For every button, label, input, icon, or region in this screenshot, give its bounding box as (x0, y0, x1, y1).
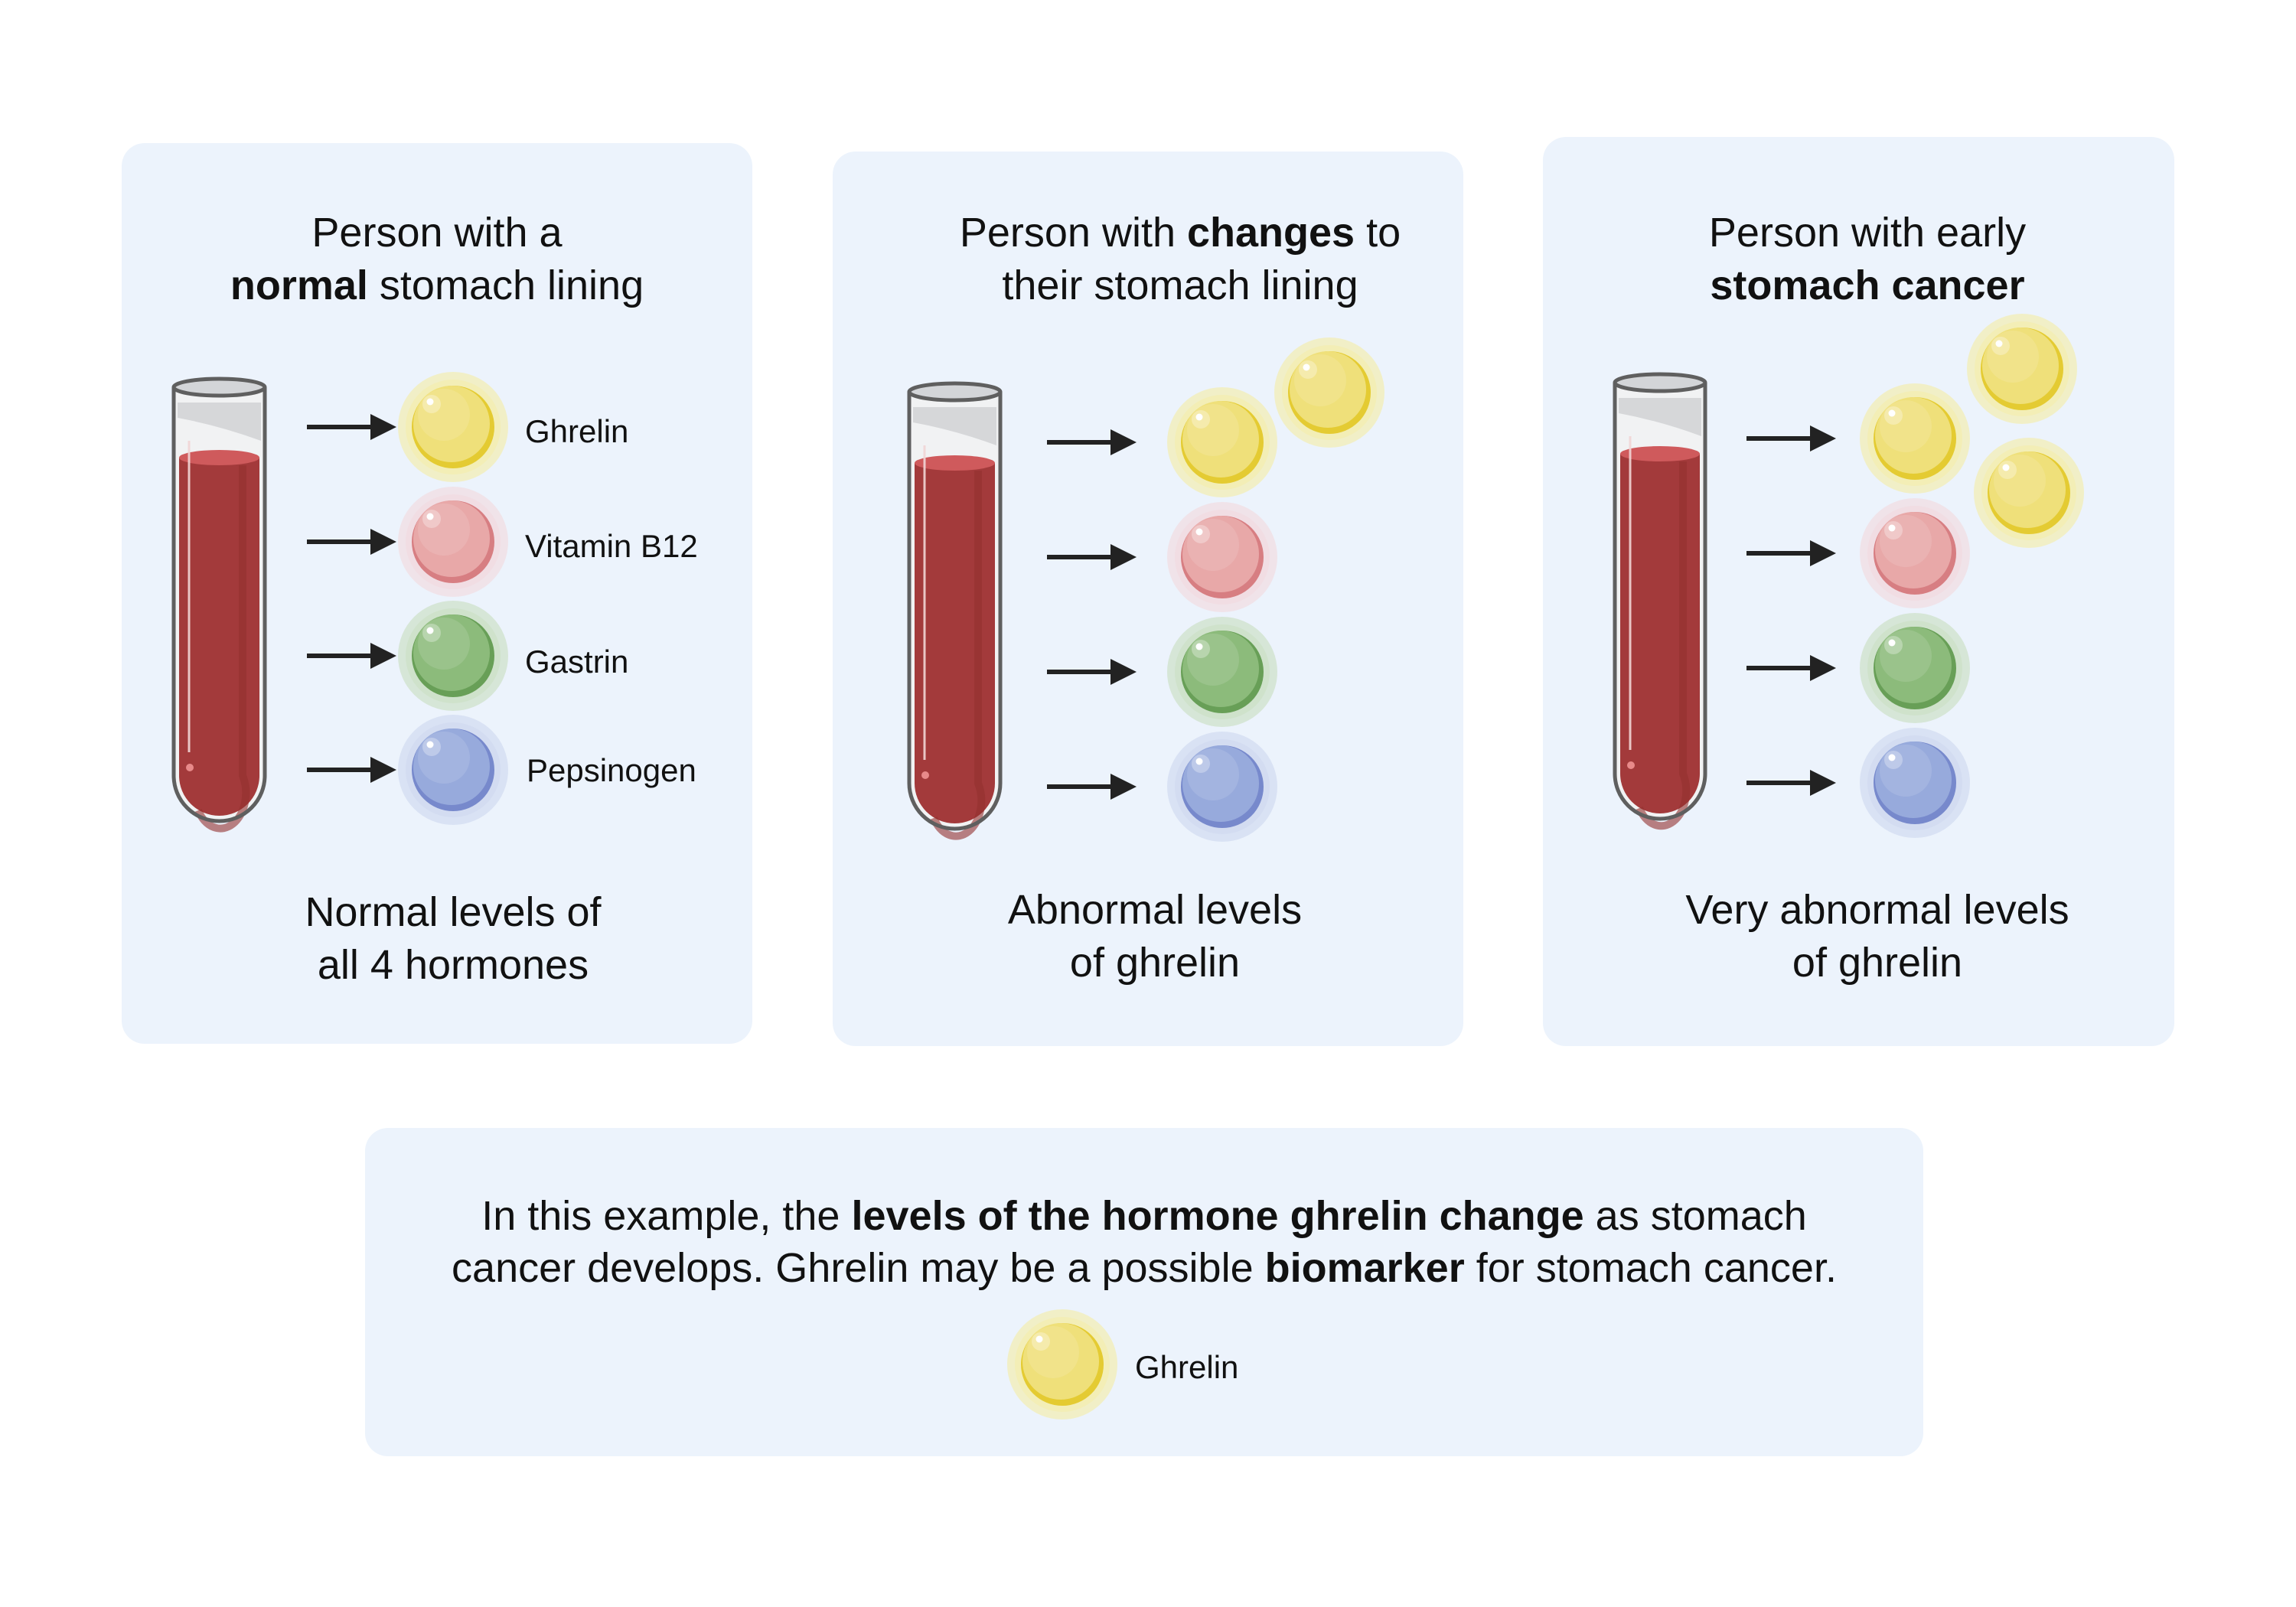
label-ghrelin: Ghrelin (525, 413, 629, 449)
label-vitamin-b12: Vitamin B12 (525, 528, 698, 564)
blood (915, 463, 995, 823)
title-rest: stomach lining (367, 262, 644, 308)
gastrin-molecule-icon (398, 601, 508, 711)
label-gastrin: Gastrin (525, 644, 629, 680)
title-bold: changes (1187, 210, 1355, 256)
panel-normal-caption: Normal levels of all 4 hormones (122, 886, 784, 992)
arrow-right-icon (307, 414, 396, 440)
arrow-right-icon (1047, 544, 1137, 570)
panel-changes-caption: Abnormal levels of ghrelin (833, 884, 1477, 989)
vitamin-b12-molecule-icon (398, 487, 508, 597)
arrow-right-icon (1047, 774, 1137, 800)
summary-line-1-post: as stomach (1583, 1193, 1807, 1239)
vitamin-b12-molecule-icon (1860, 498, 1970, 608)
summary-line-2-bold: biomarker (1264, 1245, 1465, 1291)
caption-line-2: all 4 hormones (317, 942, 589, 988)
arrow-right-icon (1746, 770, 1836, 796)
test-tube-icon (171, 376, 267, 833)
ghrelin-molecule-icon (1167, 387, 1277, 497)
gastrin-molecule-icon (1167, 617, 1277, 727)
gastrin-molecule-icon (1860, 613, 1970, 723)
summary-line-1-bold: levels of the hormone ghrelin change (851, 1193, 1584, 1239)
title-line-1: Person with a (311, 210, 563, 256)
title-line-2: normal stomach lining (122, 259, 752, 312)
ghrelin-molecule-icon (1274, 337, 1384, 448)
title-pre: Person with (959, 210, 1187, 256)
blood (1620, 454, 1700, 813)
arrow-right-icon (307, 643, 396, 669)
panel-normal-title: Person with a normal stomach lining (122, 207, 752, 312)
caption-line-1: Very abnormal levels (1685, 887, 2069, 933)
title-line-1: Person with changes to (865, 207, 1495, 259)
ghrelin-molecule-icon (1967, 314, 2077, 424)
summary-line-1-pre: In this example, the (481, 1193, 852, 1239)
panel-cancer-caption: Very abnormal levels of ghrelin (1543, 884, 2212, 989)
panel-cancer-title: Person with early stomach cancer (1543, 207, 2192, 312)
arrow-right-icon (1746, 540, 1836, 566)
summary-line-1: In this example, the levels of the hormo… (365, 1190, 1923, 1242)
title-line-2: their stomach lining (1002, 262, 1358, 308)
ghrelin-molecule-icon (1860, 383, 1970, 494)
test-tube-icon (907, 381, 1003, 840)
arrow-right-icon (307, 529, 396, 555)
summary-line-2: cancer develops. Ghrelin may be a possib… (365, 1242, 1923, 1294)
title-line-2: stomach cancer (1543, 259, 2192, 312)
pepsinogen-molecule-icon (1167, 732, 1277, 842)
arrow-right-icon (1746, 655, 1836, 681)
summary-line-2-post: for stomach cancer. (1464, 1245, 1837, 1291)
caption-line-1: Abnormal levels (1007, 887, 1303, 933)
legend-label-ghrelin: Ghrelin (1135, 1349, 1239, 1385)
test-tube-icon (1613, 372, 1707, 830)
label-pepsinogen: Pepsinogen (527, 752, 696, 788)
caption-line-1: Normal levels of (305, 889, 602, 935)
summary-text: In this example, the levels of the hormo… (365, 1190, 1923, 1294)
pepsinogen-molecule-icon (1860, 728, 1970, 838)
arrow-right-icon (307, 757, 396, 783)
summary-panel (365, 1128, 1923, 1456)
vitamin-b12-molecule-icon (1167, 502, 1277, 612)
title-bold: stomach cancer (1710, 262, 2025, 308)
arrow-right-icon (1047, 429, 1137, 455)
caption-line-2: of ghrelin (1792, 940, 1963, 986)
ghrelin-molecule-icon (1007, 1309, 1117, 1420)
blood (179, 458, 259, 816)
title-bold: normal (230, 262, 368, 308)
caption-line-2: of ghrelin (1069, 940, 1241, 986)
title-line-1: Person with early (1708, 210, 2027, 256)
summary-line-2-pre: cancer develops. Ghrelin may be a possib… (452, 1245, 1265, 1291)
arrow-right-icon (1047, 659, 1137, 685)
title-post: to (1355, 210, 1401, 256)
ghrelin-molecule-icon (398, 372, 508, 482)
pepsinogen-molecule-icon (398, 715, 508, 825)
panel-changes-title: Person with changes to their stomach lin… (865, 207, 1495, 312)
ghrelin-molecule-icon (1974, 438, 2084, 548)
arrow-right-icon (1746, 425, 1836, 451)
